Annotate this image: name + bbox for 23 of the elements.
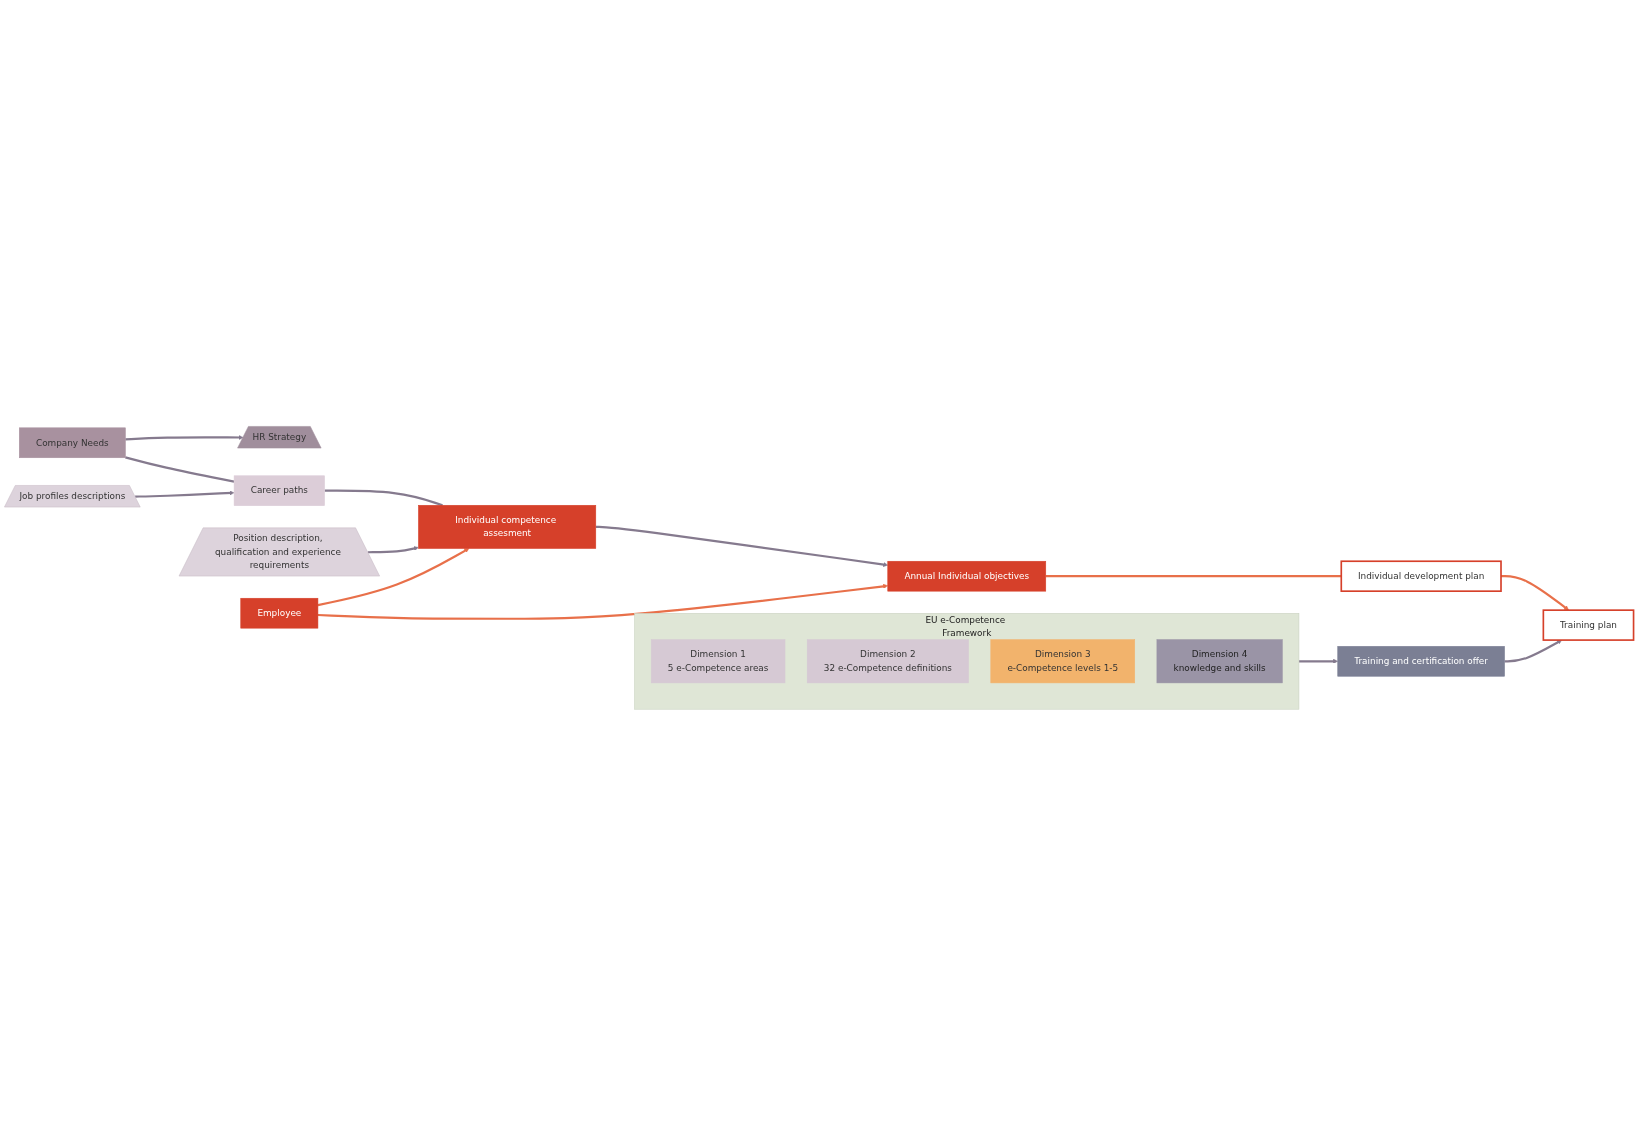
connector (1045, 574, 1342, 577)
node-box: Employee (240, 597, 319, 629)
node-box: Annual Individual objectives (887, 560, 1047, 592)
arrow (125, 434, 244, 441)
node-box: Dimension 1 5 e-Competence areas (650, 639, 786, 683)
arrow (1298, 658, 1338, 664)
arrow (317, 547, 470, 606)
arrow (367, 545, 419, 553)
arrow (317, 583, 888, 620)
node-box: Career paths (233, 475, 325, 506)
node-box: Company Needs (19, 427, 126, 458)
node-box: Dimension 3 e-Competence levels 1-5 (990, 639, 1135, 683)
node-box: Training and certification offer (1337, 645, 1505, 677)
connector (125, 455, 235, 483)
arrow (595, 525, 888, 567)
arrow (135, 490, 235, 498)
node-box: Dimension 2 32 e-Competence definitions (806, 639, 969, 683)
node-box: Dimension 4 knowledge and skills (1156, 639, 1283, 683)
arrow (1501, 574, 1569, 611)
node-box: Individual competence assesment (418, 504, 597, 549)
arrow (1504, 639, 1562, 663)
node-box: Individual development plan (1340, 560, 1502, 592)
node-box: Training plan (1542, 609, 1635, 641)
